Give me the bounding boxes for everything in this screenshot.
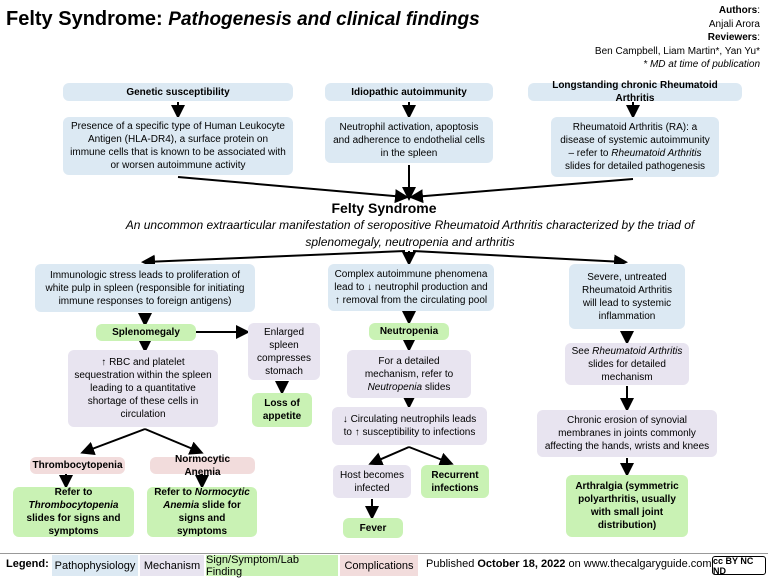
genetic-susceptibility-title: Genetic susceptibility (63, 83, 293, 101)
legend-sign-symptom: Sign/Symptom/Lab Finding (206, 554, 338, 578)
published-text: Published October 18, 2022 on www.thecal… (426, 558, 712, 570)
chronic-erosion-box: Chronic erosion of synovial membranes in… (537, 410, 717, 457)
normo-ref-italic: Normocytic Anemia (163, 487, 250, 511)
neutropenia-detail-part1: For a detailed mechanism, refer to (364, 355, 454, 380)
chronic-ra-text: Rheumatoid Arthritis (RA): a disease of … (551, 117, 719, 177)
reviewers-label: Reviewers (707, 32, 758, 43)
circulating-neutrophils-box: ↓ Circulating neutrophils leads to ↑ sus… (332, 407, 487, 445)
normo-ref-part2: slide for signs and symptoms (176, 500, 241, 537)
see-ra-slides-box: See Rheumatoid Arthritis slides for deta… (565, 343, 689, 385)
thrombo-ref-italic: Thrombocytopenia (28, 500, 119, 511)
title-main: Felty Syndrome (6, 8, 157, 30)
thrombo-ref-part1: Refer to (54, 487, 93, 498)
felty-syndrome-heading: Felty Syndrome (331, 200, 437, 216)
normocytic-anemia-ref-box: Refer to Normocytic Anemia slide for sig… (147, 487, 257, 537)
arthralgia-box: Arthralgia (symmetric polyarthritis, usu… (566, 475, 688, 537)
loss-of-appetite-box: Loss of appetite (252, 393, 312, 427)
chronic-ra-text-part2: slides for detailed pathogenesis (564, 161, 706, 172)
authors-block: Authors: Anjali Arora Reviewers: Ben Cam… (594, 5, 760, 70)
chronic-ra-text-part1: Rheumatoid Arthritis (RA): a disease of … (560, 122, 710, 159)
normo-ref-part1: Refer to (154, 487, 195, 498)
see-ra-part1: See (571, 345, 593, 357)
neutropenia-detail-box: For a detailed mechanism, refer to Neutr… (347, 350, 471, 398)
legend-bar: Legend: Pathophysiology Mechanism Sign/S… (0, 553, 768, 578)
legend-label: Legend: (6, 558, 49, 570)
immunologic-stress-box: Immunologic stress leads to proliferatio… (35, 264, 255, 312)
chronic-ra-text-italic: Rheumatoid Arthritis (611, 148, 702, 159)
enlarged-spleen-box: Enlarged spleen compresses stomach (248, 323, 320, 380)
neutropenia-box: Neutropenia (369, 323, 449, 340)
see-ra-italic: Rheumatoid Arthritis (592, 345, 683, 357)
title-sub: Pathogenesis and clinical findings (168, 9, 480, 30)
reviewers-names: Ben Campbell, Liam Martin*, Yan Yu* (594, 45, 760, 57)
felty-syndrome-subtitle: An uncommon extraarticular manifestation… (125, 218, 695, 249)
recurrent-infections-box: Recurrent infections (421, 465, 489, 498)
authors-label: Authors (718, 5, 758, 16)
fever-box: Fever (343, 518, 403, 538)
published-part2: on www.thecalgaryguide.com (565, 558, 712, 570)
normocytic-anemia-box: Normocytic Anemia (150, 454, 255, 478)
complex-autoimmune-box: Complex autoimmune phenomena lead to ↓ n… (328, 264, 494, 311)
legend-mechanism: Mechanism (140, 555, 204, 576)
idiopathic-autoimmunity-title: Idiopathic autoimmunity (325, 83, 493, 101)
published-date: October 18, 2022 (477, 558, 566, 570)
idiopathic-autoimmunity-text: Neutrophil activation, apoptosis and adh… (325, 117, 493, 163)
host-infected-box: Host becomes infected (333, 465, 411, 498)
splenomegaly-box: Splenomegaly (96, 324, 196, 341)
legend-complications: Complications (340, 555, 418, 576)
legend-pathophysiology: Pathophysiology (52, 555, 138, 576)
neutropenia-detail-italic: Neutropenia (367, 381, 423, 393)
rbc-sequestration-box: ↑ RBC and platelet sequestration within … (68, 350, 218, 427)
thrombo-ref-part2: slides for signs and symptoms (26, 513, 121, 537)
creative-commons-badge: cc BY NC ND (712, 556, 766, 576)
authors-names: Anjali Arora (708, 18, 760, 30)
genetic-susceptibility-text: Presence of a specific type of Human Leu… (63, 117, 293, 175)
page-title: Felty Syndrome: Pathogenesis and clinica… (6, 8, 480, 30)
severe-ra-box: Severe, untreated Rheumatoid Arthritis w… (569, 264, 685, 329)
reviewers-note: * MD at time of publication (643, 59, 760, 70)
see-ra-part2: slides for detailed mechanism (588, 358, 666, 383)
chronic-ra-title: Longstanding chronic Rheumatoid Arthriti… (528, 80, 742, 104)
published-part1: Published (426, 558, 478, 570)
thrombocytopenia-ref-box: Refer to Thrombocytopenia slides for sig… (13, 487, 134, 537)
thrombocytopenia-box: Thrombocytopenia (30, 457, 125, 474)
neutropenia-detail-part2: slides (422, 381, 451, 393)
